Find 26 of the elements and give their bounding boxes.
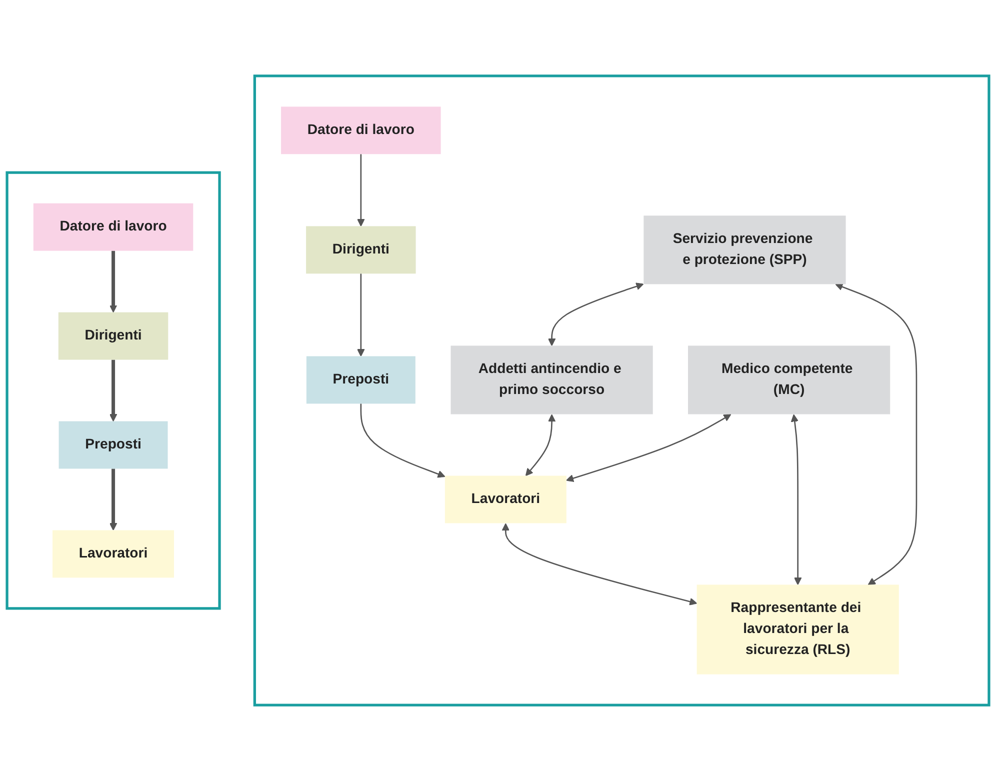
arrow [357,274,365,357]
cluster [6,171,221,610]
node-box: Addetti antincendio e primo soccorso [450,346,653,414]
node-box: Servizio prevenzione e protezione (SPP) [644,216,846,284]
arrow [548,282,644,346]
arrow [109,360,118,422]
node-box: Dirigenti [306,226,416,274]
node-box: Rappresentante dei lavoratori per la sicurezza (RLS) [696,584,899,674]
arrow [525,414,556,476]
arrow [835,283,918,586]
node-box: Preposti [58,421,168,469]
node-box: Lavoratori [52,530,174,578]
arrow [566,414,732,482]
arrow [790,414,802,586]
arrow [502,523,698,606]
node-box: Preposti [306,356,416,404]
arrow [109,250,118,313]
arrow [360,404,446,478]
arrow [109,468,118,531]
node-box: Lavoratori [444,476,566,524]
node-box: Medico competente (MC) [688,346,890,414]
node-box: Dirigenti [58,312,168,360]
node-box: Datore di lavoro [281,106,441,154]
cluster [253,74,990,706]
node-box: Datore di lavoro [33,203,194,251]
arrow [357,154,365,227]
